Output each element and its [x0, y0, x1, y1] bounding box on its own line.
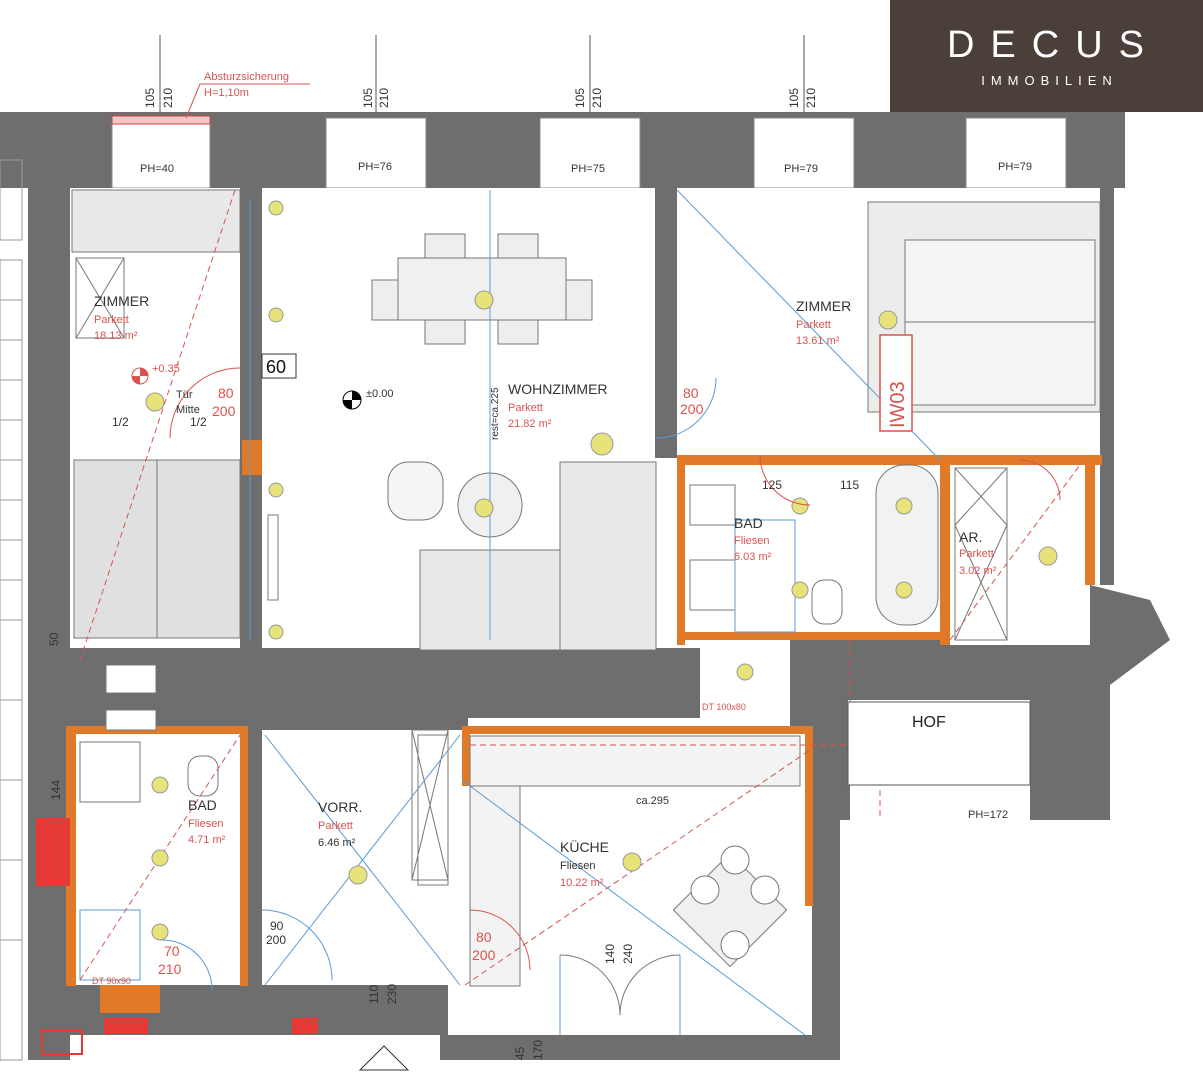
elevation-035: +0.35 — [152, 363, 180, 375]
label-60: 60 — [266, 357, 286, 377]
room-bad-right-floor: Fliesen — [734, 535, 769, 547]
room-kueche-name: KÜCHE — [560, 838, 609, 855]
door-4-height: 200 — [472, 947, 496, 963]
room-zimmer-right-floor: Parkett — [796, 319, 831, 331]
door-3-width: 90 — [270, 919, 284, 933]
absturz-leader — [185, 83, 201, 119]
room-bad-left-area: 4.71 m² — [188, 834, 226, 846]
dim-230: 230 — [385, 984, 399, 1004]
elevation-markers — [131, 367, 362, 410]
dim-140: 140 — [603, 944, 617, 964]
window-dims: 105 210 105 210 105 210 105 210 — [143, 88, 818, 108]
window-height-1: 210 — [161, 88, 175, 108]
door-4-width: 80 — [476, 929, 492, 945]
window-ph-5: PH=79 — [998, 161, 1032, 173]
dim-240: 240 — [621, 944, 635, 964]
room-bad-right-area: 6.03 m² — [734, 551, 772, 563]
dim-half-2: 1/2 — [190, 415, 207, 429]
door-2-width: 80 — [683, 385, 699, 401]
dt-100x80: DT 100x80 — [702, 702, 746, 712]
light-fixtures — [145, 200, 1058, 941]
stairs — [0, 159, 23, 1061]
room-bad-right-name: BAD — [734, 515, 763, 531]
absturz-height: H=1,10m — [204, 87, 249, 99]
room-ar-name: AR. — [959, 529, 982, 545]
room-vorr-name: VORR. — [318, 799, 362, 815]
dim-144: 144 — [49, 780, 63, 800]
label-60-box — [261, 353, 297, 379]
door-3-height: 200 — [266, 933, 286, 947]
iw03-box — [879, 334, 913, 432]
dim-45: 45 — [513, 1046, 527, 1060]
window-height-2: 210 — [377, 88, 391, 108]
window-height-4: 210 — [804, 88, 818, 108]
door-5-width: 70 — [164, 943, 180, 959]
door-1-height: 200 — [212, 403, 236, 419]
window-ph-4: PH=79 — [784, 163, 818, 175]
window-width-2: 105 — [361, 88, 375, 108]
window-openings — [111, 117, 1067, 189]
room-bad-left-floor: Fliesen — [188, 818, 223, 830]
room-bad-left-name: BAD — [188, 797, 217, 813]
room-wohnzimmer-floor: Parkett — [508, 402, 543, 414]
window-ph-3: PH=75 — [571, 163, 605, 175]
window-dim-lines — [159, 35, 805, 112]
room-vorr-area: 6.46 m² — [318, 837, 356, 849]
red-marks — [36, 818, 318, 1055]
window-ph-2: PH=76 — [358, 161, 392, 173]
window-height-3: 210 — [590, 88, 604, 108]
iw03-label: IW03 — [887, 381, 909, 428]
dim-125: 125 — [762, 478, 782, 492]
room-zimmer-left-floor: Parkett — [94, 314, 129, 326]
room-ar-floor: Parkett — [959, 548, 994, 560]
ph172-label: PH=172 — [968, 809, 1008, 821]
door-1-width: 80 — [218, 385, 234, 401]
dim-110: 110 — [367, 985, 381, 1004]
misc-dims: 1/2 1/2 125 115 140 240 45 170 110 230 5… — [47, 415, 859, 1060]
room-zimmer-right-name: ZIMMER — [796, 298, 851, 314]
window-width-3: 105 — [573, 88, 587, 108]
window-sills — [111, 115, 211, 125]
decus-logo: DECUS IMMOBILIEN — [890, 0, 1203, 112]
window-width-1: 105 — [143, 88, 157, 108]
door-swings — [161, 367, 1061, 1016]
elevation-zero: ±0.00 — [366, 388, 393, 400]
dim-half-1: 1/2 — [112, 415, 129, 429]
door-label-mitte: Mitte — [176, 404, 200, 416]
dim-170: 170 — [531, 1040, 545, 1060]
hof-label: HOF — [912, 714, 946, 731]
room-zimmer-left-area: 18.13 m² — [94, 330, 138, 342]
entrance-arrow — [358, 1045, 410, 1071]
room-kueche-floor: Fliesen — [560, 860, 595, 872]
rest-225-label: rest=ca.225 — [490, 387, 501, 440]
window-ph-1: PH=40 — [140, 163, 174, 175]
door-2-height: 200 — [680, 401, 704, 417]
window-width-4: 105 — [787, 88, 801, 108]
logo-sub-text: IMMOBILIEN — [981, 73, 1118, 88]
ca295-label: ca.295 — [636, 795, 669, 807]
room-zimmer-left-name: ZIMMER — [94, 293, 149, 309]
room-zimmer-right-area: 13.61 m² — [796, 335, 840, 347]
hof-area — [847, 701, 1031, 786]
room-ar-area: 3.02 m² — [959, 565, 997, 577]
furniture — [71, 189, 1101, 987]
room-wohnzimmer-area: 21.82 m² — [508, 418, 552, 430]
dt-90x90: DT 90x90 — [92, 976, 131, 986]
room-kueche-area: 10.22 m² — [560, 877, 604, 889]
room-wohnzimmer-name: WOHNZIMMER — [508, 381, 608, 397]
dim-115: 115 — [840, 478, 859, 492]
dim-50: 50 — [47, 632, 61, 646]
room-vorr-floor: Parkett — [318, 820, 353, 832]
logo-main-text: DECUS — [946, 24, 1161, 66]
absturz-label: Absturzsicherung — [204, 71, 289, 83]
door-label-tuer: Tür — [176, 389, 193, 401]
door-5-height: 210 — [158, 961, 182, 977]
